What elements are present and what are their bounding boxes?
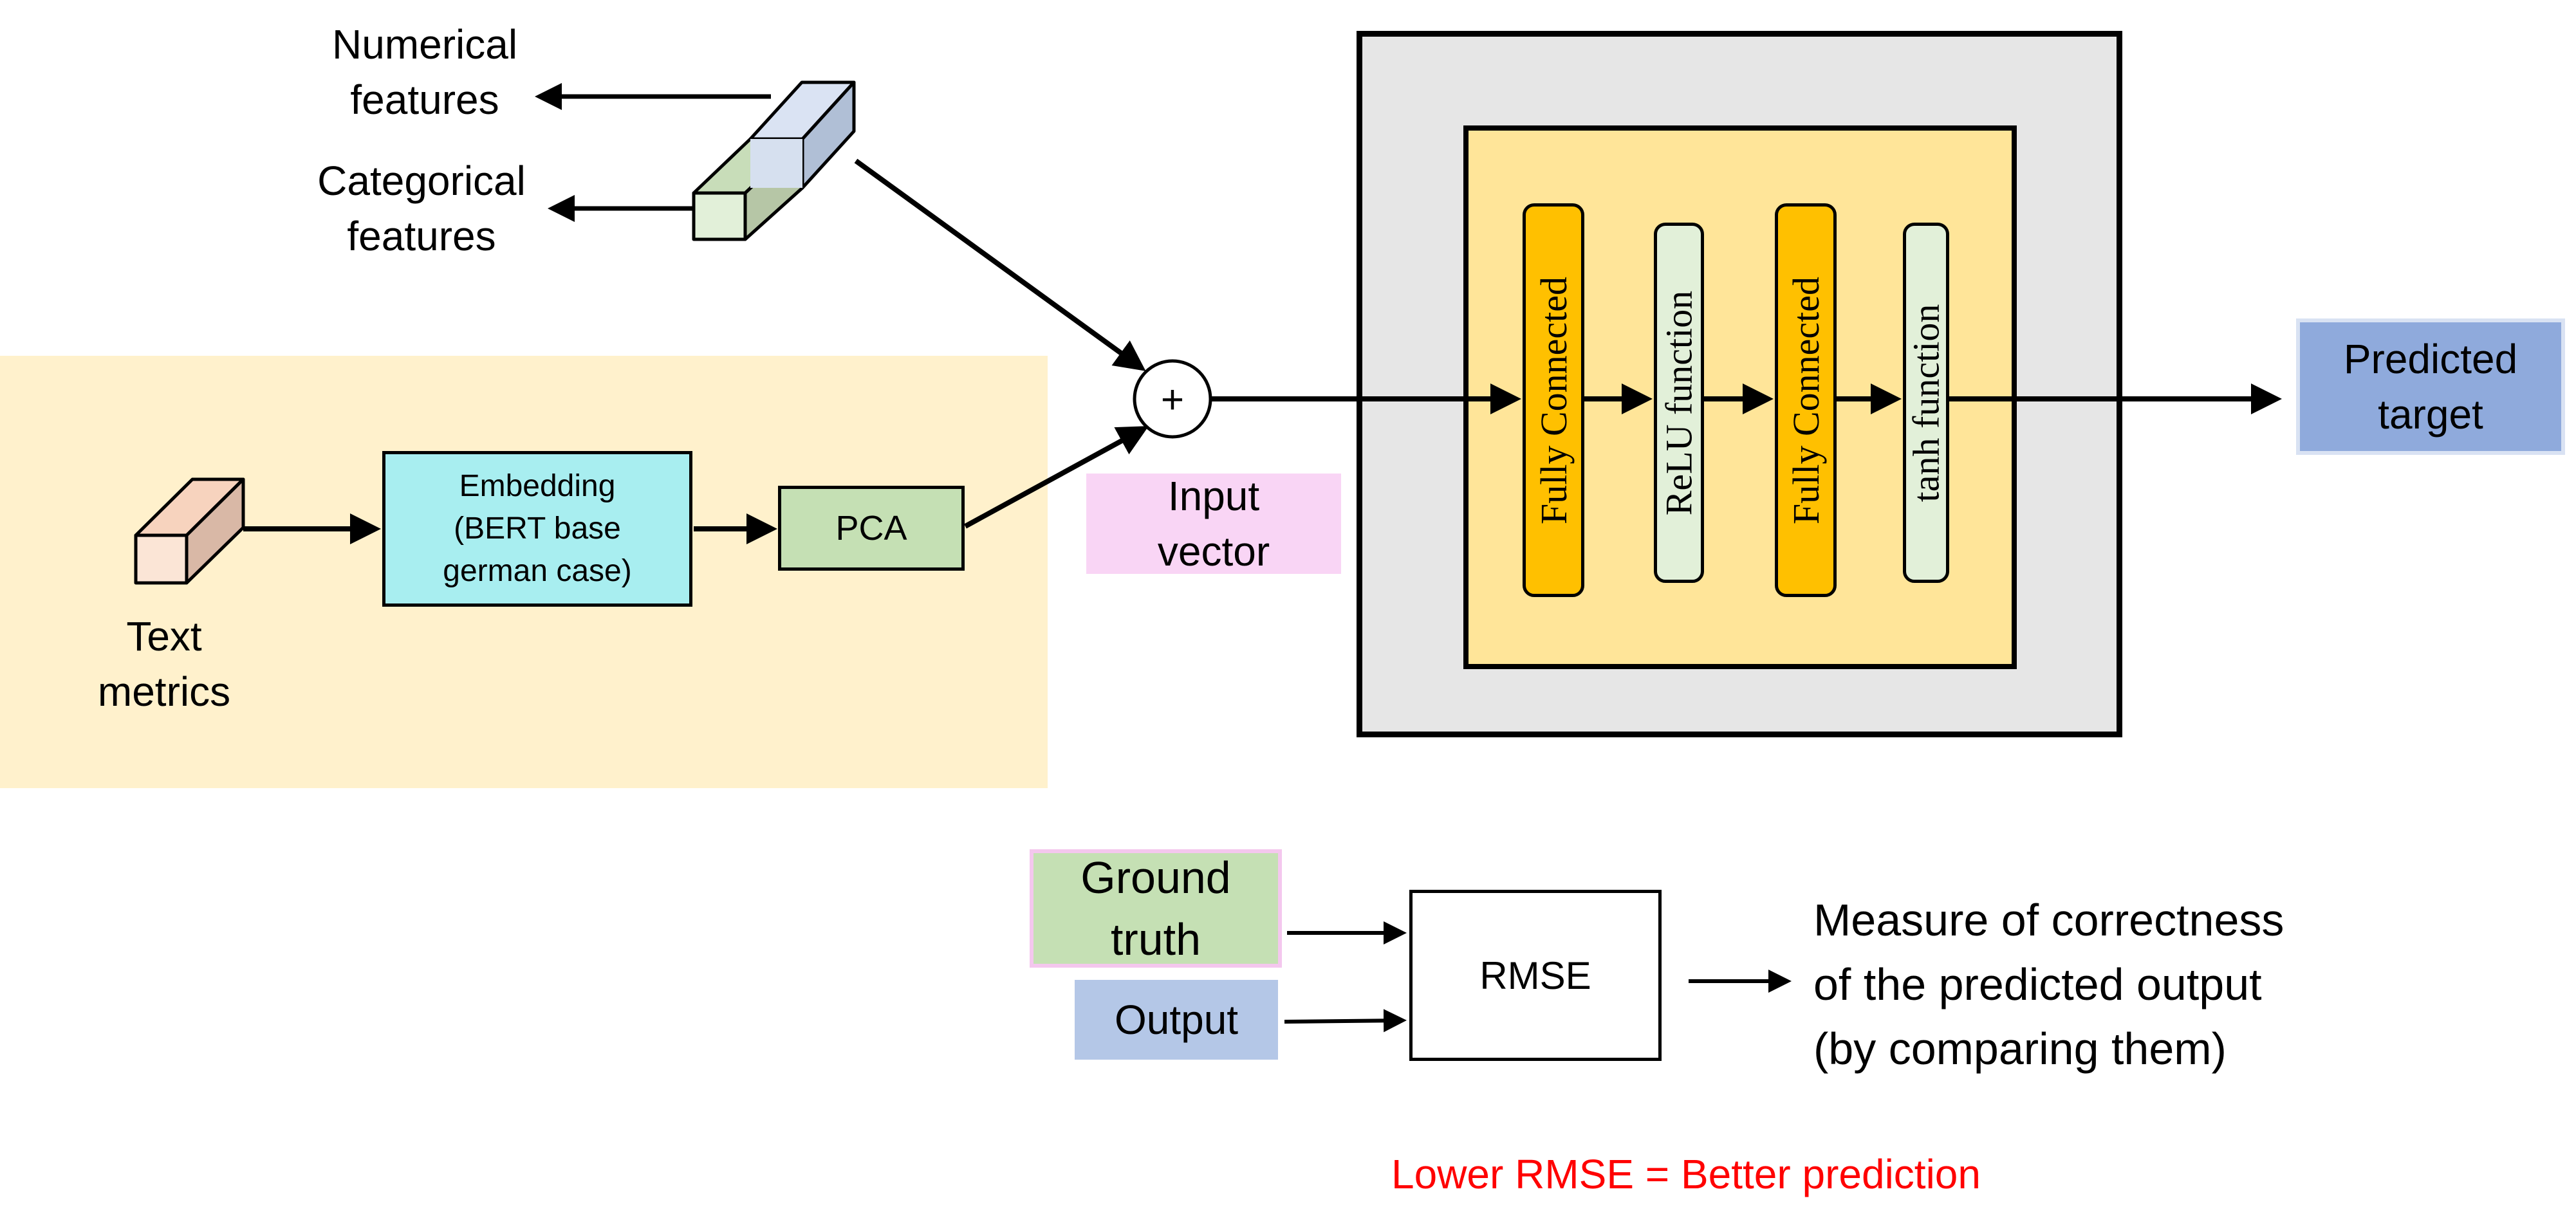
- input-vector-line-1: Input: [1167, 473, 1260, 519]
- embedding-line-3: german case): [443, 554, 632, 588]
- output-label: Output: [1114, 997, 1239, 1043]
- arrow-features-to-plus: [854, 158, 1146, 371]
- categorical-features-line-2: features: [347, 213, 496, 259]
- categorical-features-label: Categorical features: [290, 153, 553, 264]
- plus-circle-icon: +: [1133, 359, 1212, 439]
- measure-description: Measure of correctness of the predicted …: [1813, 888, 2393, 1081]
- ground-truth-box: Ground truth: [1030, 849, 1282, 968]
- categorical-features-line-1: Categorical: [317, 158, 526, 204]
- predicted-target-line-2: target: [2378, 391, 2483, 438]
- text-metrics-label: Text metrics: [64, 609, 264, 719]
- rmse-note: Lower RMSE = Better prediction: [1391, 1151, 1981, 1197]
- text-metrics-line-1: Text: [126, 613, 202, 659]
- embedding-line-2: (BERT base: [454, 511, 621, 546]
- embedding-box: Embedding (BERT base german case): [382, 451, 692, 607]
- fully-connected-layer-2: Fully Connected: [1775, 203, 1837, 597]
- measure-line-3: (by comparing them): [1813, 1024, 2227, 1074]
- arrow-pca-to-plus: [964, 426, 1149, 529]
- text-metrics-cube-icon: [134, 477, 245, 585]
- pca-label: PCA: [835, 509, 907, 548]
- input-vector-label: Input vector: [1086, 473, 1341, 575]
- numerical-features-label: Numerical features: [290, 17, 560, 127]
- measure-line-1: Measure of correctness: [1813, 895, 2284, 945]
- numerical-features-line-1: Numerical: [331, 21, 518, 68]
- tanh-layer: tanh function: [1903, 223, 1949, 583]
- numerical-features-line-2: features: [350, 77, 499, 123]
- input-vector-line-2: vector: [1157, 528, 1270, 575]
- plus-sign: +: [1161, 378, 1184, 422]
- relu-layer: ReLU function: [1654, 223, 1704, 583]
- feature-cube-icon: [692, 80, 856, 241]
- predicted-target-line-1: Predicted: [2343, 336, 2518, 382]
- rmse-label: RMSE: [1479, 953, 1591, 997]
- arrow-output-to-rmse: [1284, 1009, 1407, 1033]
- measure-line-2: of the predicted output: [1813, 959, 2262, 1009]
- predicted-target-box: Predicted target: [2296, 318, 2565, 455]
- fully-connected-layer-1: Fully Connected: [1523, 203, 1584, 597]
- embedding-line-1: Embedding: [459, 469, 616, 503]
- output-box: Output: [1075, 980, 1278, 1060]
- rmse-box: RMSE: [1409, 890, 1662, 1061]
- text-metrics-line-2: metrics: [97, 668, 231, 715]
- pca-box: PCA: [778, 486, 965, 571]
- ground-truth-line-2: truth: [1110, 914, 1201, 964]
- ground-truth-line-1: Ground: [1080, 852, 1231, 903]
